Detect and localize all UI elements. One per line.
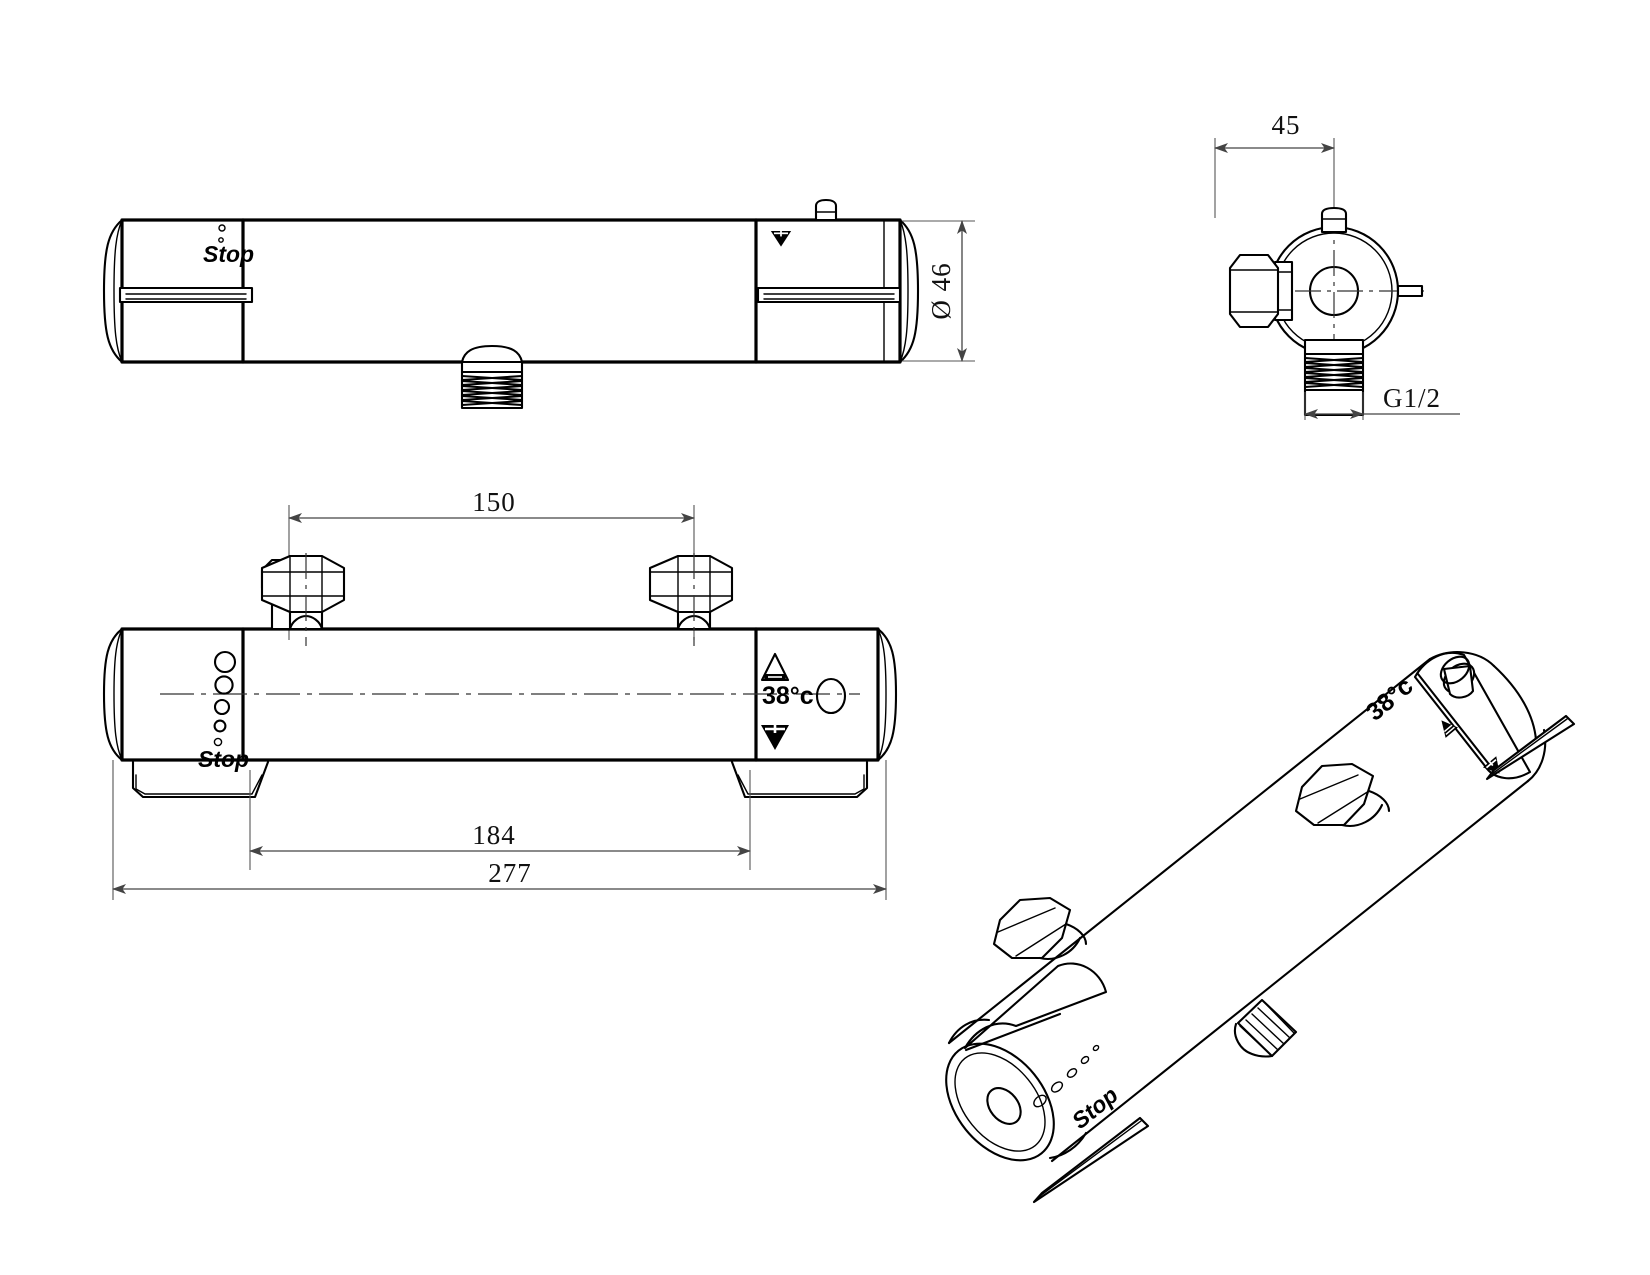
iso-left-handle-band: [963, 962, 1108, 1050]
iso-right-end-edge: [1492, 664, 1538, 742]
front-view-cold-icon: [761, 724, 789, 750]
top-view-right-lever: [756, 286, 902, 304]
top-view-stop-label: Stop: [203, 241, 254, 267]
top-view-outlet-collar: [460, 360, 524, 374]
iso-barrel-top-edge: [947, 657, 1432, 1045]
iso-dot-4: [1080, 1055, 1090, 1065]
top-dim46-text: Ø 46: [926, 262, 956, 319]
front-view-right-bracket: [730, 760, 869, 799]
front-view-hot-icon: [760, 652, 790, 682]
top-view-dot-1: [218, 224, 226, 232]
iso-right-end-arc: [1428, 651, 1496, 668]
front-view-stop-label: Stop: [198, 746, 249, 772]
side-view-hex-nut: [1228, 253, 1280, 329]
iso-left-hex-nut: [992, 896, 1072, 960]
iso-dot-3: [1066, 1068, 1078, 1078]
iso-right-lever: [1485, 714, 1576, 781]
side-view-thread-hatch: [1303, 356, 1365, 389]
top-view-left-cap: [102, 218, 124, 364]
front-view-left-cap-inner: [113, 628, 123, 761]
iso-right-lever-line: [1491, 718, 1568, 775]
side-dim45-text: 45: [1272, 110, 1301, 140]
iso-left-handle-line: [964, 1012, 1062, 1052]
iso-left-hex-l2: [1015, 923, 1067, 957]
isometric-view: Stop: [945, 651, 1576, 1204]
iso-top-button-face: [1439, 655, 1471, 685]
iso-left-inlet-base: [1038, 936, 1082, 960]
front-view-dot-2: [214, 675, 234, 695]
front-view-temp-label: 38°c: [762, 682, 814, 710]
side-g12-text: G1/2: [1383, 383, 1441, 413]
front-view-right-cap: [876, 627, 898, 762]
top-view-left-cap-inner: [113, 219, 123, 363]
front-view-dot-5: [213, 737, 223, 747]
front-view-left-bracket: [131, 760, 270, 799]
iso-barrel-bottom-edge: [1050, 779, 1530, 1163]
side-view-outlet-collar: [1303, 338, 1365, 356]
side-view-top-button: [1320, 206, 1348, 234]
front-dim277-text: 277: [488, 858, 532, 888]
iso-right-inlet-base: [1340, 803, 1384, 827]
front-view: 150 S: [102, 487, 898, 900]
iso-dot-5: [1092, 1044, 1100, 1052]
front-dim184-text: 184: [472, 820, 516, 850]
iso-left-inlet-base2: [1064, 922, 1088, 946]
top-view: Stop Ø 46: [102, 198, 975, 410]
iso-left-hex-l1: [997, 907, 1056, 933]
front-view-dot-1: [213, 650, 237, 674]
top-view-left-lever: [118, 286, 254, 304]
iso-left-end-face: [945, 1042, 1055, 1162]
iso-right-hex-l1: [1299, 774, 1359, 800]
front-view-right-cap-inner: [877, 628, 887, 761]
top-view-outlet-shoulder: [460, 344, 524, 364]
front-view-right-bracket-inner: [737, 774, 865, 795]
iso-right-handle-line: [1416, 672, 1490, 765]
iso-outlet-tip: [1233, 1022, 1274, 1058]
front-view-right-hex-nut: [648, 554, 734, 614]
iso-hot-icon: [1441, 720, 1458, 738]
iso-right-hex-l2: [1317, 790, 1370, 824]
top-view-right-cap: [898, 218, 920, 364]
front-view-dot-3: [213, 698, 231, 716]
side-view-outlet-shank: [1303, 388, 1365, 417]
top-view-right-cap-inner: [899, 219, 909, 363]
front-view-left-cap: [102, 627, 124, 762]
iso-outlet-thread-hatch: [1239, 1001, 1295, 1057]
iso-right-inlet-base2: [1367, 789, 1391, 813]
side-view: 45: [1214, 110, 1460, 420]
iso-left-cap-arc2: [1048, 1131, 1088, 1160]
front-view-dot-4: [213, 719, 227, 733]
front-view-left-bracket-inner: [135, 774, 263, 795]
front-view-left-hex-nut: [260, 554, 346, 614]
iso-left-end-hole: [986, 1087, 1022, 1125]
top-view-outlet-thread-hatch: [460, 374, 524, 407]
iso-right-hex-nut: [1294, 762, 1375, 827]
front-view-temp-knob: [815, 677, 847, 715]
top-view-button: [814, 198, 838, 222]
front-dim150-text: 150: [472, 487, 516, 517]
top-view-dot-2: [218, 237, 224, 243]
side-view-right-stub: [1396, 284, 1424, 298]
top-view-cold-icon: [770, 230, 792, 247]
iso-dot-1: [1033, 1094, 1047, 1108]
iso-left-lever-line: [1039, 1120, 1142, 1197]
iso-dot-2: [1050, 1081, 1064, 1093]
iso-left-cap-arc: [947, 1018, 991, 1045]
iso-left-end-face-ring: [954, 1052, 1046, 1152]
